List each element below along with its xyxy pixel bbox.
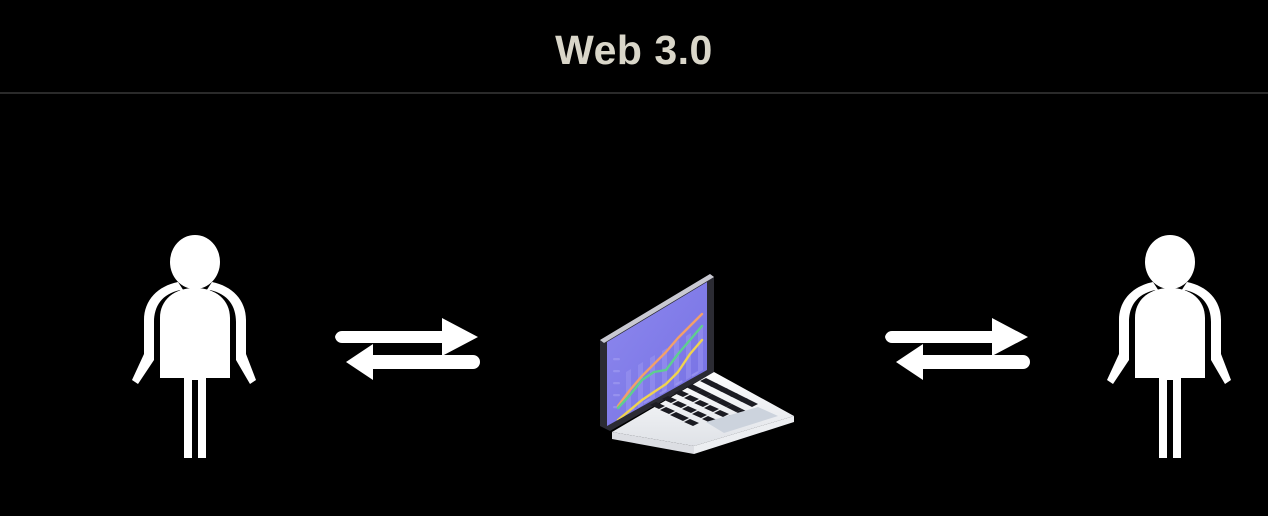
laptop-screen xyxy=(607,282,707,426)
laptop-bezel-edge xyxy=(600,274,714,343)
diagram-body xyxy=(0,94,1268,516)
chart-line-orange xyxy=(616,312,704,408)
arrow-left-icon xyxy=(896,344,1030,380)
header-divider xyxy=(0,92,1268,94)
page-title: Web 3.0 xyxy=(555,27,713,73)
header-band: Web 3.0 xyxy=(0,0,1268,92)
arrow-pair-left xyxy=(330,308,485,380)
person-icon-left xyxy=(130,232,260,467)
arrow-left-icon xyxy=(346,344,480,380)
laptop-base xyxy=(612,372,794,446)
arrow-right-icon xyxy=(335,318,478,356)
laptop-icon xyxy=(582,230,808,456)
laptop-keyboard xyxy=(650,378,758,429)
arrow-right-icon xyxy=(885,318,1028,356)
chart-line-yellow xyxy=(616,338,704,422)
chart-line-green xyxy=(616,324,704,410)
screen-badge-icon xyxy=(621,314,631,322)
arrow-pair-right xyxy=(880,308,1035,380)
laptop-trackpad xyxy=(706,407,778,433)
person-icon-right xyxy=(1105,232,1235,467)
